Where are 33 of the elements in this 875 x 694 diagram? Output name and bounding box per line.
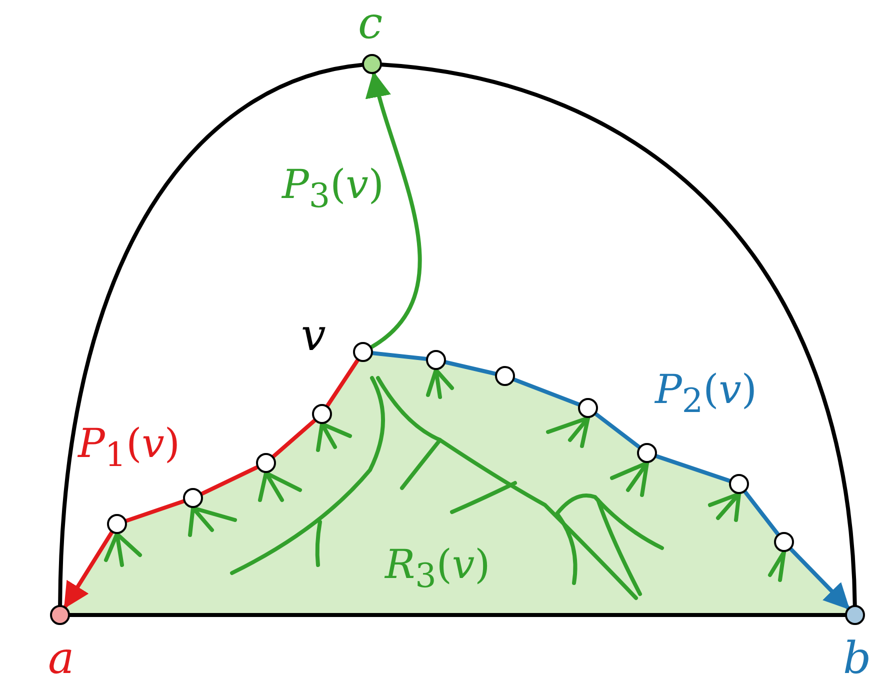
path-label: P$_{2}$(v) xyxy=(655,370,757,418)
path-label: P$_{1}$(v) xyxy=(78,424,180,472)
path-label: P$_{3}$(v) xyxy=(282,165,384,212)
edge-line xyxy=(58,62,364,607)
vertex-circle xyxy=(578,398,598,418)
edge-line xyxy=(200,465,259,496)
edge-line xyxy=(594,412,642,449)
region-label: R$_{3}$(v) xyxy=(385,545,490,592)
vertex-circle xyxy=(107,514,127,534)
vertex-circle xyxy=(495,366,515,386)
vertex-label: a xyxy=(48,637,74,681)
edge-line xyxy=(743,490,780,536)
vertex-circle xyxy=(729,474,749,494)
vertex-circle xyxy=(845,605,865,625)
vertex-label: c xyxy=(358,2,383,46)
edge-line xyxy=(326,358,360,408)
edge-line xyxy=(380,62,857,607)
vertex-circle xyxy=(362,54,382,74)
vertex-circle xyxy=(426,350,446,370)
edge-line xyxy=(654,454,732,483)
edge-line xyxy=(444,360,498,376)
edge-line xyxy=(366,71,422,349)
vertex-circle xyxy=(353,342,373,362)
edge-line xyxy=(124,499,186,523)
edge-line xyxy=(272,418,316,458)
vertex-label: v xyxy=(301,314,326,358)
edge-line xyxy=(788,547,850,610)
vertex-circle xyxy=(50,605,70,625)
edge-line xyxy=(68,613,847,617)
edge-line xyxy=(512,378,581,406)
edge-line xyxy=(370,351,428,361)
edge-line xyxy=(63,530,114,609)
vertex-label: b xyxy=(843,637,872,681)
